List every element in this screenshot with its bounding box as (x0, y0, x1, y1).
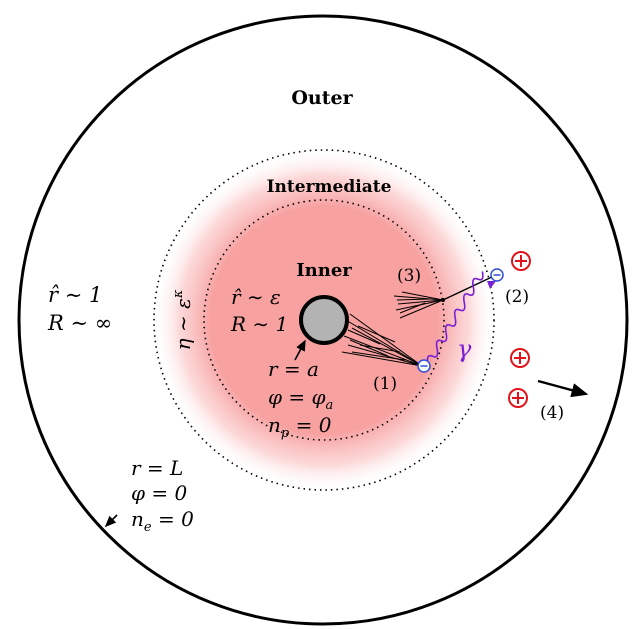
anode-bc-n: n (268, 413, 281, 437)
intermediate-region-label: Intermediate (267, 177, 392, 197)
electron-2 (490, 268, 504, 282)
anode-bc-n-rest: = 0 (289, 413, 331, 437)
outer-bc-n-sub: e (144, 520, 152, 535)
process-label-4: (4) (540, 403, 564, 423)
outer-boundary-pointer-arrow (104, 514, 118, 528)
electron-1 (417, 359, 431, 373)
intermediate-scaling-text: η ∼ ε (171, 298, 195, 350)
outer-boundary-circle (17, 14, 629, 626)
electron-avalanche-1 (341, 313, 423, 367)
anode-bc-n-sub: p (281, 426, 290, 441)
photon-wave (426, 271, 484, 365)
intermediate-scaling-exponent: κ (171, 289, 186, 299)
svg-text:η ∼ εκ: η ∼ εκ (171, 289, 195, 350)
electron-avalanche-3 (393, 291, 444, 319)
anode-bc-phi-sub: a (325, 398, 333, 413)
svg-text:np = 0: np = 0 (268, 413, 332, 441)
ion-2 (510, 348, 530, 368)
outer-bc-phi: φ = 0 (131, 481, 187, 505)
ion-3 (508, 388, 528, 408)
anode-bc-phi: φ = φ (268, 385, 325, 409)
inner-boundary-circle (203, 199, 445, 441)
outer-bc-r: r = L (131, 456, 183, 480)
outer-bc-n: n (131, 507, 144, 531)
process-label-2: (2) (505, 287, 529, 307)
process-label-1: (1) (373, 374, 397, 394)
ion-1 (511, 251, 531, 271)
svg-text:ne = 0: ne = 0 (131, 507, 194, 535)
outer-scaling-R: R ∼ ∞ (47, 311, 112, 335)
inner-scaling-R: R ∼ 1 (230, 312, 288, 336)
ion-drift-arrow (537, 379, 589, 398)
process-label-3: (3) (397, 266, 421, 286)
anode-bc-r: r = a (268, 357, 319, 381)
svg-text:φ = φa: φ = φa (268, 385, 333, 413)
intermediate-boundary-circle (153, 149, 495, 491)
inner-scaling-r: r̂ ∼ ε (231, 285, 281, 309)
outer-scaling-r: r̂ ∼ 1 (48, 283, 102, 307)
intermediate-scaling: η ∼ εκ (171, 289, 195, 350)
outer-region-label: Outer (291, 87, 353, 109)
outer-bc-n-rest: = 0 (152, 507, 194, 531)
anode (299, 295, 349, 345)
photon-arrowhead (487, 281, 496, 289)
inner-region-label: Inner (296, 260, 352, 281)
photon-symbol: γ (457, 335, 472, 363)
drift-path-2-to-3 (442, 275, 495, 301)
avalanche-3-head (441, 298, 445, 302)
anode-pointer-arrow (294, 339, 306, 361)
